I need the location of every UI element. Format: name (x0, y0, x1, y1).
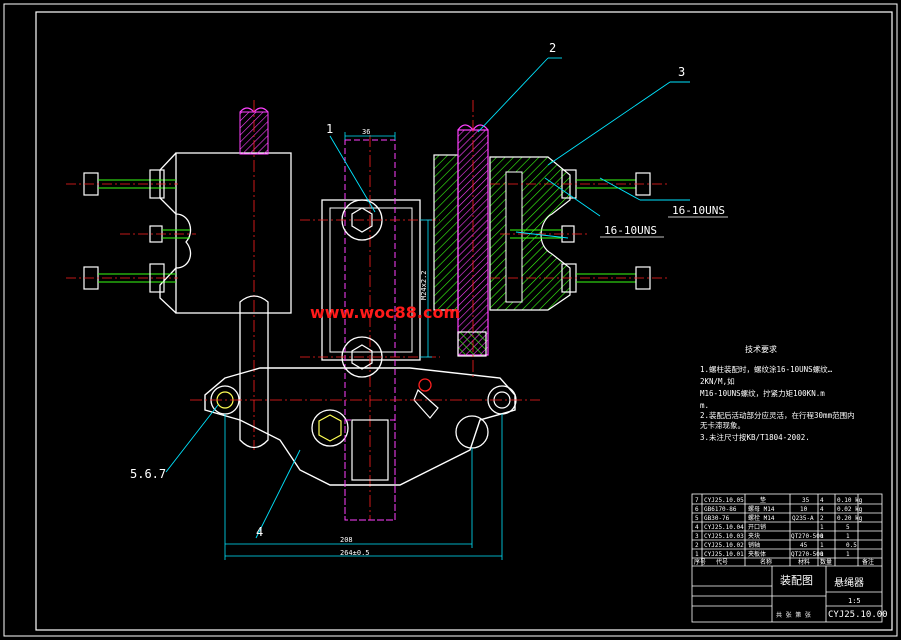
balloon-2: 2 (549, 41, 556, 55)
tech-requirements: 技术要求 1.螺柱装配时，螺纹涂16-10UNS螺纹… 2KN/M,如 M16-… (700, 344, 855, 442)
svg-text:QT270-500: QT270-500 (791, 551, 824, 558)
svg-text:夹板体: 夹板体 (748, 550, 766, 558)
right-clamp-section (433, 100, 668, 380)
left-clamp-assembly (66, 100, 292, 450)
svg-text:3: 3 (695, 533, 699, 540)
svg-text:2: 2 (695, 542, 699, 549)
svg-text:1: 1 (820, 551, 824, 558)
svg-text:代号: 代号 (716, 558, 728, 566)
center-assembly (300, 132, 440, 521)
sheet-note: 共 张 第 张 (776, 611, 811, 619)
svg-text:4: 4 (695, 524, 699, 531)
svg-text:销轴: 销轴 (748, 541, 760, 549)
dim-264: 264±0.5 (340, 549, 370, 557)
svg-text:备注: 备注 (862, 558, 874, 566)
balloon-3: 3 (678, 65, 685, 79)
svg-text:2: 2 (820, 515, 824, 522)
svg-text:5: 5 (846, 524, 850, 531)
svg-text:GB30-76: GB30-76 (704, 515, 730, 522)
svg-text:材料: 材料 (798, 558, 810, 566)
balloon-1: 1 (326, 122, 333, 136)
tech-req-line: 1.螺柱装配时，螺纹涂16-10UNS螺纹… (700, 364, 833, 374)
svg-text:CYJ25.10.03: CYJ25.10.03 (704, 533, 744, 540)
bom-row: 5 GB30-76 螺栓 M14 2 Q235-A 0.20 kg (695, 514, 863, 522)
tech-req-line: 2.装配后活动部分应灵活，在行程30mm范围内 (700, 410, 855, 420)
balloon-5-6-7: 5.6.7 (130, 467, 166, 481)
svg-text:CYJ25.10.04: CYJ25.10.04 (704, 524, 744, 531)
svg-text:名称: 名称 (760, 558, 772, 566)
bom-row: 4 CYJ25.10.04 开口销 1 5 (695, 523, 850, 531)
svg-text:1: 1 (695, 551, 699, 558)
watermark: www.woc88.com (310, 303, 460, 322)
product-name: 悬绳器 (834, 576, 864, 589)
svg-text:CYJ25.10.01: CYJ25.10.01 (704, 551, 744, 558)
svg-text:1: 1 (820, 533, 824, 540)
tech-req-line: 3.未注尺寸按KB/T1804-2002. (700, 432, 810, 442)
bom-row: 7 CYJ25.10.05 垫 4 35 0.10 kg (695, 496, 863, 504)
svg-text:1: 1 (846, 551, 850, 558)
svg-text:Q235-A: Q235-A (792, 515, 814, 522)
bom-row: 2 CYJ25.10.02 销轴 1 45 0.5 (695, 541, 857, 549)
bom-row: 3 CYJ25.10.03 夹块 1 QT270-500 1 (695, 532, 850, 540)
svg-text:45: 45 (800, 542, 808, 549)
svg-text:0.02 kg: 0.02 kg (837, 506, 863, 513)
svg-text:35: 35 (802, 497, 810, 504)
svg-text:数量: 数量 (820, 558, 832, 566)
drawing-name: 装配图 (780, 574, 813, 587)
bom-row: 6 GB6170-86 螺母 M14 4 10 0.02 kg (695, 505, 863, 513)
svg-text:4: 4 (820, 497, 824, 504)
svg-text:7: 7 (695, 497, 699, 504)
svg-text:GB6170-86: GB6170-86 (704, 506, 737, 513)
svg-text:0.5: 0.5 (846, 542, 857, 549)
svg-text:序号: 序号 (694, 558, 706, 566)
outer-border (3, 3, 898, 637)
bom-rows: 7 CYJ25.10.05 垫 4 35 0.10 kg 6 GB6170-86… (695, 496, 863, 558)
svg-text:QT270-500: QT270-500 (791, 533, 824, 540)
svg-text:开口销: 开口销 (748, 523, 766, 531)
tech-req-line: M16-10UNS螺纹，拧紧力矩100KN.m (700, 388, 825, 398)
inner-border (35, 11, 893, 631)
leader-lines (165, 57, 690, 539)
tech-req-line: 无卡滞现象。 (700, 420, 745, 430)
tech-req-title: 技术要求 (745, 344, 777, 354)
svg-text:10: 10 (800, 506, 808, 513)
svg-text:0.20 kg: 0.20 kg (837, 515, 863, 522)
thread-note-lower: 16-10UNS (604, 224, 657, 237)
drawing-number: CYJ25.10.00 (828, 610, 888, 620)
svg-text:螺母 M14: 螺母 M14 (748, 505, 775, 513)
balloon-4: 4 (256, 525, 263, 539)
svg-text:CYJ25.10.02: CYJ25.10.02 (704, 542, 744, 549)
svg-text:5: 5 (695, 515, 699, 522)
dim-36: 36 (362, 128, 370, 136)
svg-text:螺栓 M14: 螺栓 M14 (748, 514, 775, 522)
svg-text:0.10 kg: 0.10 kg (837, 497, 863, 504)
bom-header: 序号 代号 名称 数量 材料 备注 (694, 558, 874, 566)
scale: 1:5 (848, 597, 861, 605)
tech-req-line: 2KN/M,如 (700, 376, 735, 386)
dim-208: 208 (340, 536, 353, 544)
bom-row: 1 CYJ25.10.01 夹板体 1 QT270-500 1 (695, 550, 850, 558)
thread-note-upper: 16-10UNS (672, 204, 725, 217)
dim-vertical: M24x2.2 (420, 270, 428, 300)
svg-text:1: 1 (820, 524, 824, 531)
svg-text:1: 1 (846, 533, 850, 540)
svg-text:垫: 垫 (760, 496, 766, 504)
base-plate (190, 367, 540, 560)
svg-text:1: 1 (820, 542, 824, 549)
title-block (691, 493, 883, 623)
svg-text:4: 4 (820, 506, 824, 513)
svg-text:6: 6 (695, 506, 699, 513)
svg-text:夹块: 夹块 (748, 532, 760, 540)
tech-req-line: m. (700, 401, 709, 410)
svg-text:CYJ25.10.05: CYJ25.10.05 (704, 497, 744, 504)
